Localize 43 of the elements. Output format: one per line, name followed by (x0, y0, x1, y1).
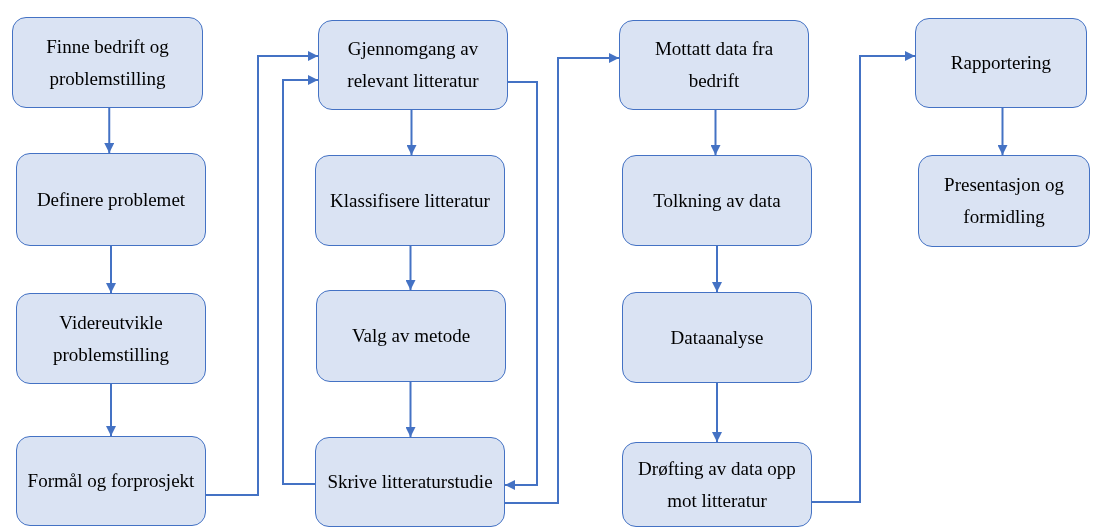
process-box (315, 155, 505, 246)
process-box (16, 293, 206, 384)
box-label: Drøfting av data opp mot litteratur (637, 456, 797, 513)
arrow (205, 51, 319, 496)
process-box (318, 20, 508, 110)
arrow (282, 75, 319, 485)
arrow (405, 381, 416, 438)
process-box (12, 17, 203, 108)
box-label: Klassifisere litteratur (330, 188, 490, 213)
process-box (316, 290, 506, 382)
box-label: Presentasjon og formidling (943, 173, 1065, 229)
arrow (504, 81, 538, 490)
arrow (712, 245, 722, 293)
box-label: Videreutvikle problemstilling (51, 310, 171, 367)
process-box (915, 18, 1087, 108)
box-label: Valg av metode (351, 324, 471, 348)
arrow (406, 109, 417, 156)
process-box (619, 20, 809, 110)
box-label: Skrive litteraturstudie (327, 470, 493, 494)
process-box (918, 155, 1090, 247)
arrow (405, 245, 416, 291)
box-label: Gjennomgang av relevant litteratur (346, 37, 480, 93)
process-box (16, 153, 206, 246)
process-box (315, 437, 505, 527)
box-label: Definere problemet (36, 187, 186, 212)
arrow (710, 109, 721, 156)
process-box (622, 155, 812, 246)
process-box (622, 442, 812, 527)
process-box (16, 436, 206, 526)
arrow (712, 382, 722, 443)
arrow (504, 53, 620, 504)
box-label: Rapportering (950, 51, 1052, 75)
box-label: Mottatt data fra bedrift (653, 37, 775, 93)
arrow (104, 107, 115, 154)
arrow (811, 51, 916, 503)
arrow (106, 245, 116, 294)
box-label: Finne bedrift og problemstilling (45, 34, 170, 91)
box-label: Tolkning av data (653, 188, 781, 213)
process-box (622, 292, 812, 383)
arrow (106, 383, 116, 437)
arrow (997, 107, 1008, 156)
box-label: Formål og forprosjekt (27, 469, 195, 493)
box-label: Dataanalyse (670, 325, 764, 350)
